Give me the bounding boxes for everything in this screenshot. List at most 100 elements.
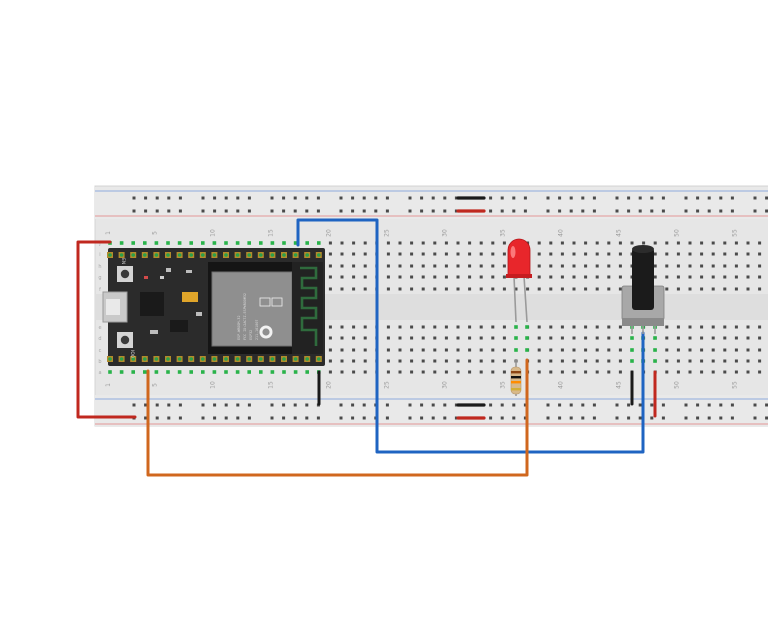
breadboard-hole bbox=[537, 359, 541, 363]
connected-hole bbox=[282, 370, 286, 374]
breadboard-hole bbox=[340, 325, 344, 329]
breadboard-hole bbox=[723, 359, 727, 363]
breadboard-hole bbox=[537, 370, 541, 374]
connected-hole bbox=[630, 359, 634, 363]
rail-hole bbox=[247, 416, 251, 420]
breadboard-hole bbox=[758, 264, 762, 268]
breadboard-hole bbox=[700, 287, 704, 291]
esp32-pin-hole bbox=[212, 357, 217, 361]
rail-hole bbox=[512, 416, 516, 420]
breadboard-hole bbox=[479, 348, 483, 352]
row-letter: g bbox=[98, 275, 101, 281]
esp32-pin-hole bbox=[317, 253, 321, 257]
connected-hole bbox=[143, 370, 147, 374]
connected-hole bbox=[259, 370, 263, 374]
rail-hole bbox=[155, 196, 159, 200]
connected-hole bbox=[177, 370, 182, 374]
breadboard-hole bbox=[386, 336, 390, 340]
column-number: 35 bbox=[499, 229, 506, 237]
breadboard-hole bbox=[386, 252, 390, 256]
rail-hole bbox=[431, 416, 435, 420]
breadboard-hole bbox=[456, 287, 460, 291]
breadboard-hole bbox=[758, 275, 762, 279]
breadboard-hole bbox=[665, 264, 669, 268]
breadboard-hole bbox=[618, 275, 622, 279]
breadboard-hole bbox=[363, 241, 367, 245]
bottom-power-rail bbox=[95, 395, 768, 426]
breadboard-hole bbox=[723, 348, 727, 352]
breadboard-hole bbox=[433, 275, 437, 279]
breadboard-hole bbox=[618, 252, 622, 256]
rail-hole bbox=[132, 196, 136, 200]
breadboard-hole bbox=[352, 348, 356, 352]
esp32-pin-hole bbox=[177, 253, 182, 257]
row-letter: e bbox=[98, 325, 101, 331]
wires bbox=[76, 196, 657, 477]
breadboard-hole bbox=[502, 252, 506, 256]
rail-hole bbox=[753, 416, 757, 420]
breadboard-hole bbox=[676, 370, 680, 374]
breadboard-hole bbox=[398, 359, 402, 363]
connected-hole bbox=[305, 241, 309, 245]
resistor-body bbox=[510, 366, 522, 395]
breadboard-hole bbox=[688, 336, 692, 340]
breadboard-hole bbox=[665, 348, 669, 352]
rail-hole bbox=[627, 416, 631, 420]
breadboard-hole bbox=[688, 287, 692, 291]
breadboard-hole bbox=[479, 275, 483, 279]
breadboard-hole bbox=[398, 370, 402, 374]
breadboard-hole bbox=[421, 325, 425, 329]
rail-hole bbox=[443, 209, 447, 213]
esp32-pin-hole bbox=[224, 253, 228, 257]
rail-hole bbox=[500, 209, 504, 213]
rail-hole bbox=[489, 403, 493, 407]
breadboard-hole bbox=[665, 336, 669, 340]
breadboard-hole bbox=[758, 336, 762, 340]
rail-hole bbox=[627, 403, 631, 407]
breadboard-hole bbox=[595, 359, 599, 363]
rail-hole bbox=[431, 209, 435, 213]
ce-mark-icon bbox=[259, 297, 271, 307]
breadboard-hole bbox=[363, 348, 367, 352]
rail-hole bbox=[362, 416, 366, 420]
column-number: 10 bbox=[209, 381, 216, 389]
connected-hole bbox=[282, 241, 286, 245]
breadboard-hole bbox=[444, 336, 448, 340]
breadboard-hole bbox=[700, 252, 704, 256]
blue-signal-wire bbox=[296, 218, 645, 454]
breadboard-hole bbox=[642, 241, 646, 245]
breadboard-hole bbox=[758, 359, 762, 363]
connected-hole bbox=[131, 241, 135, 245]
rail-hole bbox=[661, 209, 665, 213]
breadboard-hole bbox=[340, 370, 344, 374]
rail-hole bbox=[765, 403, 768, 407]
breadboard-hole bbox=[386, 325, 390, 329]
breadboard-hole bbox=[363, 287, 367, 291]
connected-holes bbox=[108, 241, 657, 374]
red-power-wire bbox=[76, 240, 137, 419]
rail-hole bbox=[293, 209, 297, 213]
breadboard-hole bbox=[758, 325, 762, 329]
row-letter: f bbox=[99, 287, 101, 293]
breadboard-hole bbox=[734, 325, 738, 329]
connected-hole bbox=[108, 370, 112, 374]
breadboard-hole bbox=[758, 287, 762, 291]
breadboard-hole bbox=[584, 252, 588, 256]
rail-hole bbox=[431, 196, 435, 200]
breadboard-hole bbox=[386, 370, 390, 374]
rail-hole bbox=[167, 403, 171, 407]
antenna-trace bbox=[300, 266, 318, 346]
breadboard-hole bbox=[410, 370, 414, 374]
column-number: 1 bbox=[105, 231, 112, 235]
breadboard-hole bbox=[676, 252, 680, 256]
breadboard-hole bbox=[386, 348, 390, 352]
esp32-pin-hole bbox=[282, 253, 286, 257]
breadboard-hole bbox=[433, 241, 437, 245]
breadboard-hole bbox=[398, 252, 402, 256]
breadboard-hole bbox=[502, 275, 506, 279]
breadboard-hole bbox=[340, 241, 344, 245]
rail-hole bbox=[696, 403, 700, 407]
rail-hole bbox=[730, 403, 734, 407]
esp32-pin-hole bbox=[235, 357, 240, 361]
breadboard-hole bbox=[700, 264, 704, 268]
